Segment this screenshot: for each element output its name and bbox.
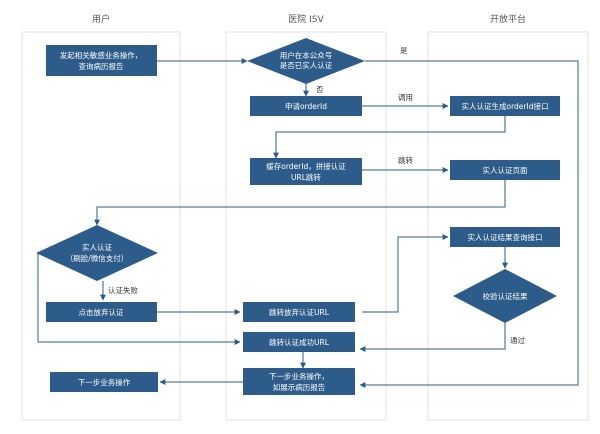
node-next-step-user[interactable] xyxy=(50,372,158,392)
edge-labels: 是 否 调用 跳转 认证失败 通过 xyxy=(108,46,525,345)
lane-title-isv: 医院 ISV xyxy=(288,13,324,25)
node-cache-redirect[interactable] xyxy=(250,158,362,185)
edge-label-no: 否 xyxy=(316,85,324,94)
edge-redirect-to-query xyxy=(362,234,449,313)
edge-label-fail: 认证失败 xyxy=(108,285,138,295)
node-redirect-abandon[interactable] xyxy=(243,302,355,322)
node-query-result-api-label: 实人认证结果查询接口 xyxy=(468,232,543,242)
node-next-step-user-label: 下一步业务操作 xyxy=(78,377,131,387)
node-next-step-isv-label-1: 下一步业务操作， xyxy=(269,371,329,381)
node-request-orderid[interactable] xyxy=(250,96,362,116)
node-check-realname[interactable] xyxy=(247,38,365,84)
node-cache-redirect-label-2: URL跳转 xyxy=(291,172,321,182)
nodes: 发起相关敏感业务操作， 查询病历报告 用户在本公众号 是否已实人认证 申请ord… xyxy=(36,38,560,395)
node-check-result[interactable] xyxy=(453,269,557,323)
node-realname-verify[interactable] xyxy=(36,225,158,281)
edge-label-jump: 跳转 xyxy=(398,155,413,165)
edge-check-yes xyxy=(359,60,579,388)
node-next-step-isv-label-2: 如展示病历报告 xyxy=(273,382,326,392)
lane-title-platform: 开放平台 xyxy=(490,13,526,25)
node-query-result-api[interactable] xyxy=(450,227,560,247)
lane-user xyxy=(21,31,181,421)
edge-label-pass: 通过 xyxy=(510,335,525,345)
node-check-realname-label-1: 用户在本公众号 xyxy=(280,50,333,60)
lane-isv xyxy=(225,31,387,421)
edge-gen-to-cache xyxy=(273,116,506,159)
lane-platform xyxy=(427,31,589,421)
lane-title-user: 用户 xyxy=(92,13,110,25)
node-redirect-success-label: 跳转认证成功URL xyxy=(269,337,330,347)
node-gen-orderid-api-label: 实人认证生成orderId接口 xyxy=(462,101,549,111)
node-redirect-abandon-label: 跳转放弃认证URL xyxy=(269,307,330,317)
node-initiate-label-1: 发起相关敏感业务操作， xyxy=(60,50,143,60)
edge-label-call: 调用 xyxy=(398,93,413,102)
node-next-step-isv[interactable] xyxy=(243,368,355,395)
node-redirect-success[interactable] xyxy=(243,332,355,352)
node-verify-page[interactable] xyxy=(450,160,560,180)
edge-label-yes: 是 xyxy=(400,46,408,55)
node-click-abandon[interactable] xyxy=(46,302,157,322)
node-check-result-label: 校验认证结果 xyxy=(483,291,528,301)
edge-check-pass xyxy=(359,322,506,352)
connectors xyxy=(37,58,579,388)
node-check-realname-label-2: 是否已实人认证 xyxy=(280,60,333,70)
node-initiate[interactable] xyxy=(46,45,157,76)
node-gen-orderid-api[interactable] xyxy=(450,96,560,116)
node-cache-redirect-label-1: 缓存orderId，拼接认证 xyxy=(266,161,346,171)
node-request-orderid-label: 申请orderId xyxy=(285,101,327,111)
node-click-abandon-label: 点击放弃认证 xyxy=(79,307,124,317)
node-realname-verify-label-1: 实人认证 xyxy=(82,242,112,252)
node-verify-page-label: 实人认证页面 xyxy=(483,165,528,175)
node-initiate-label-2: 查询病历报告 xyxy=(79,61,124,71)
node-realname-verify-label-2: （刷脸/微信支付） xyxy=(66,253,129,263)
edge-page-to-verify xyxy=(94,180,506,226)
